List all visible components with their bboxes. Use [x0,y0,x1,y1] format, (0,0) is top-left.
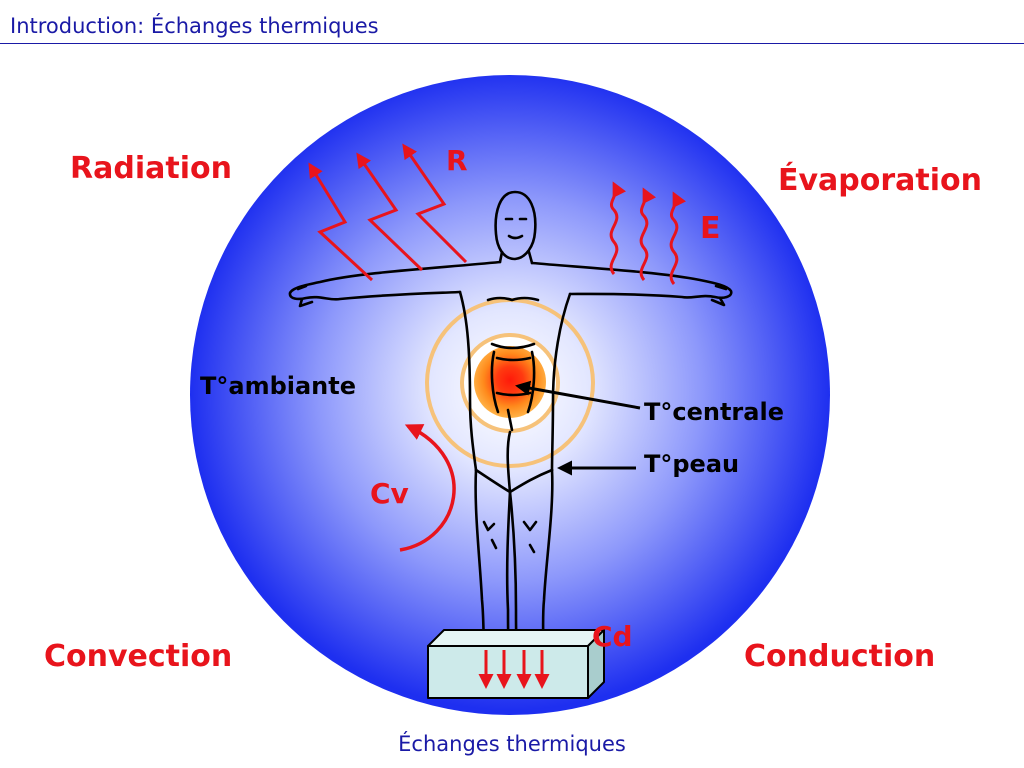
cv-label: Cv [370,477,409,510]
convection-label: Convection [44,639,232,674]
core-temperature-blob [474,346,546,418]
r-label: R [446,144,468,177]
evaporation-arrows [609,181,687,285]
title-divider [0,43,1024,44]
convection-curved-arrow-icon [399,424,456,552]
cd-label: Cd [592,620,633,653]
skin-temperature-label: T°peau [644,450,739,478]
conduction-block [427,629,605,699]
radiation-label: Radiation [70,151,232,186]
conduction-label: Conduction [744,639,935,674]
wavy-arrow-icon [639,187,657,281]
core-temperature-label: T°centrale [644,398,784,426]
conduction-arrows [478,650,550,689]
radiation-arrows [308,143,468,282]
e-label: E [700,211,721,246]
zigzag-arrow-icon [402,143,468,264]
page-title: Introduction: Échanges thermiques [10,14,379,38]
core-pointer-arrow [515,380,641,410]
zigzag-arrow-icon [356,152,424,272]
ambient-temperature-label: T°ambiante [200,372,356,400]
evaporation-label: Évaporation [778,162,982,198]
footer-caption: Échanges thermiques [398,732,626,756]
wavy-arrow-icon [609,181,627,275]
zigzag-arrow-icon [308,162,374,282]
wavy-arrow-icon [669,191,687,285]
